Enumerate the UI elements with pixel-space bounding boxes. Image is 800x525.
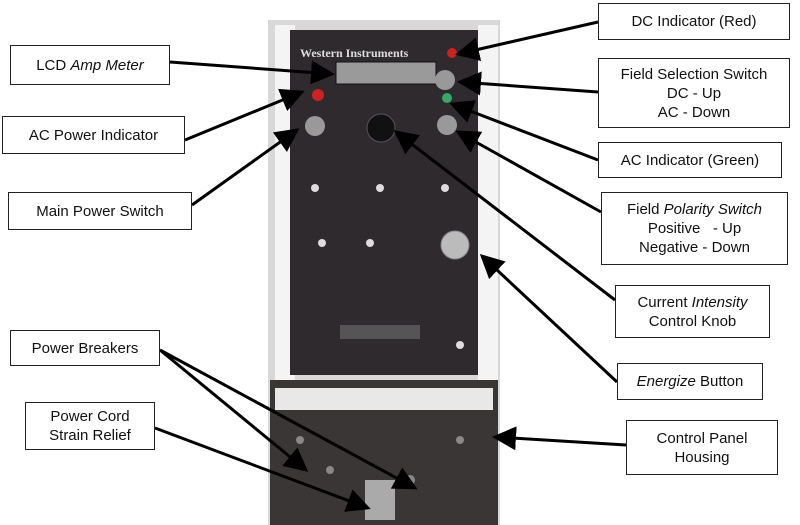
label-main-power-switch: Main Power Switch [8,192,192,230]
label-ac-indicator: AC Indicator (Green) [598,142,782,178]
label-dc-indicator: DC Indicator (Red) [598,3,790,40]
dc-indicator [447,48,457,58]
field-polarity-switch [437,115,457,135]
energize-button [440,230,470,260]
current-intensity-knob [366,113,396,143]
power-cord-strain-relief [365,480,395,520]
label-energize-button: Energize Button [617,363,763,400]
brand-text: Western Instruments [300,46,409,60]
label-lcd-amp-meter: LCD Amp Meter [10,45,170,85]
ac-power-indicator [312,89,324,101]
label-power-breakers: Power Breakers [10,330,160,366]
ac-indicator [442,93,452,103]
main-power-switch [305,116,325,136]
pointer-arrows [154,20,627,512]
field-selection-switch [435,70,455,90]
lcd-amp-meter [335,61,437,85]
label-ac-power-indicator: AC Power Indicator [2,116,185,154]
